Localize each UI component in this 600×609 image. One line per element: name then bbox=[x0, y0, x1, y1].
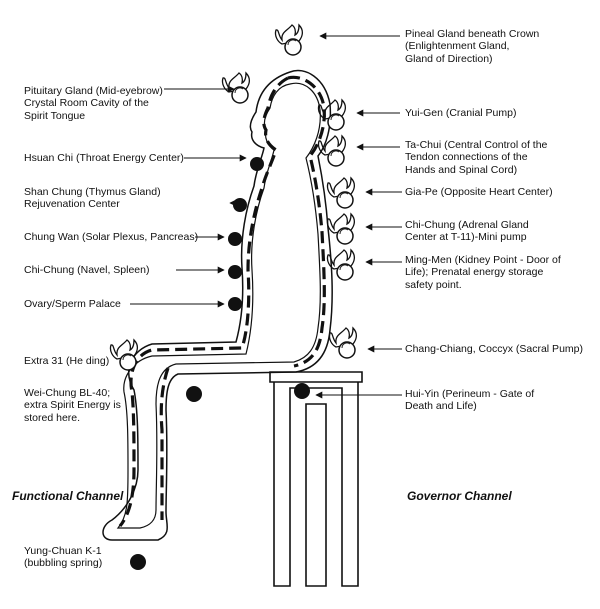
label-chang-chiang: Chang-Chiang, Coccyx (Sacral Pump) bbox=[405, 343, 583, 355]
leader-arrows bbox=[130, 32, 402, 399]
body-outline bbox=[102, 69, 333, 541]
functional-channel bbox=[118, 76, 289, 528]
label-chung-wan: Chung Wan (Solar Plexus, Pancreas) bbox=[24, 231, 199, 243]
label-wei-chung: Wei-Chung BL-40; extra Spirit Energy is … bbox=[24, 387, 121, 424]
label-chi-chung-adrenal: Chi-Chung (Adrenal Gland Center at T-11)… bbox=[405, 219, 529, 244]
label-pituitary-gland: Pituitary Gland (Mid-eyebrow) Crystal Ro… bbox=[24, 85, 163, 122]
label-shan-chung: Shan Chung (Thymus Gland) Rejuvenation C… bbox=[24, 186, 161, 211]
point-wei-chung bbox=[186, 386, 202, 402]
label-hui-yin: Hui-Yin (Perineum - Gate of Death and Li… bbox=[405, 388, 535, 413]
point-chung-wan bbox=[228, 232, 242, 246]
label-pineal-gland: Pineal Gland beneath Crown (Enlightenmen… bbox=[405, 28, 540, 65]
label-chi-chung-navel: Chi-Chung (Navel, Spleen) bbox=[24, 264, 150, 276]
label-yung-chuan: Yung-Chuan K-1 (bubbling spring) bbox=[24, 545, 103, 570]
energy-points bbox=[130, 157, 310, 570]
label-ovary-sperm-palace: Ovary/Sperm Palace bbox=[24, 298, 121, 310]
governor-channel bbox=[287, 75, 326, 368]
caption-governor-channel: Governor Channel bbox=[407, 489, 512, 503]
label-hsuan-chi: Hsuan Chi (Throat Energy Center) bbox=[24, 152, 184, 164]
label-ming-men: Ming-Men (Kidney Point - Door of Life); … bbox=[405, 254, 561, 291]
point-hui-yin bbox=[294, 383, 310, 399]
point-shan-chung bbox=[233, 198, 247, 212]
chair bbox=[269, 371, 363, 587]
point-hsuan-chi bbox=[250, 157, 264, 171]
label-ta-chui: Ta-Chui (Central Control of the Tendon c… bbox=[405, 139, 548, 176]
point-chi-chung-navel bbox=[228, 265, 242, 279]
label-gia-pe: Gia-Pe (Opposite Heart Center) bbox=[405, 186, 553, 198]
point-yung-chuan bbox=[130, 554, 146, 570]
label-yui-gen: Yui-Gen (Cranial Pump) bbox=[405, 107, 517, 119]
point-ovary-sperm bbox=[228, 297, 242, 311]
caption-functional-channel: Functional Channel bbox=[12, 489, 124, 503]
label-extra-31: Extra 31 (He ding) bbox=[24, 355, 110, 367]
